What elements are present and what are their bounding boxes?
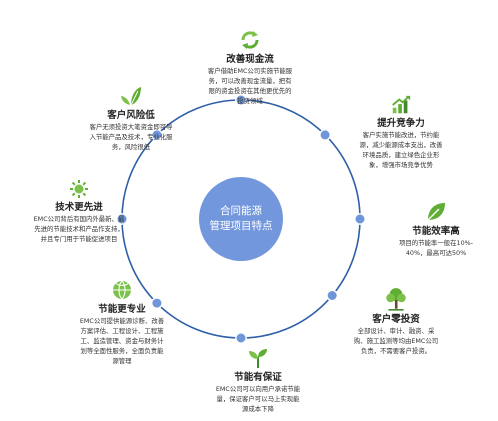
desc-line: 源成本下降	[242, 405, 274, 413]
node-risk-title: 客户风险低	[107, 110, 155, 121]
node-efficiency-title: 节能效率高	[412, 226, 460, 237]
node-cashflow-title: 改善现金流	[226, 54, 274, 65]
node-efficiency-desc: 项目的节能率一般在10%- 40%，最高可达50%	[380, 238, 492, 258]
desc-line: 划等全面性服务，全面负责能	[80, 347, 164, 355]
desc-line: 并且专门用于节能促进项目	[40, 235, 118, 243]
sun-icon	[70, 180, 88, 198]
leaf-icon	[427, 203, 445, 221]
desc-line: 投资领域	[237, 97, 263, 105]
center-label: 合同能源 管理项目特点	[201, 187, 281, 251]
node-risk: 客户风险低 客户无须投资大笔资金即可导 入节能产品及技术，专业化服 务，风险很低	[72, 84, 190, 152]
node-zero-invest-desc: 全部设计、审计、融资、采 购、施工监测等均由EMC公司 负责，不需要客户投资。	[336, 326, 456, 356]
desc-line: 入节能产品及技术，专业化服	[89, 133, 173, 141]
leaves-icon	[121, 87, 141, 106]
desc-line: 全部设计、审计、融资、采	[357, 327, 435, 335]
desc-line: EMC公司背后有国内外最新、最	[33, 215, 125, 223]
desc-line: 先进的节能技术和产品作支持，	[34, 225, 124, 233]
node-technology-desc: EMC公司背后有国内外最新、最 先进的节能技术和产品作支持， 并且专门用于节能促…	[18, 214, 140, 244]
ring-dot-risk	[150, 128, 163, 141]
node-technology-title: 技术更先进	[55, 202, 103, 213]
ring-dot-efficiency	[354, 213, 366, 225]
desc-line: EMC公司可以向用户承诺节能	[215, 385, 301, 393]
desc-line: 客户无须投资大笔资金即可导	[89, 123, 173, 131]
desc-line: 工、监造管理、资金与财务计	[80, 337, 164, 345]
chart-arrow-icon	[392, 95, 411, 114]
desc-line: 40%，最高可达50%	[405, 249, 467, 257]
desc-line: 量，保证客户可以马上实现能	[216, 395, 300, 403]
ring-dot-professional	[150, 297, 163, 309]
desc-line: 购、施工监测等均由EMC公司	[353, 337, 439, 345]
center-line-1: 合同能源	[220, 205, 262, 217]
sprout-icon	[249, 349, 267, 368]
node-zero-invest-title: 客户零投资	[372, 314, 420, 325]
ring-dot-technology	[116, 213, 128, 225]
desc-line: 务，可以改善现金流量，把有	[208, 77, 292, 85]
node-competitiveness-desc: 客户实施节能改进，节约能 源，减少能源成本支出，改善 环境品质，建立绿色企业形 …	[342, 130, 460, 170]
node-professional: 节能更专业 EMC公司提供能源诊断、改善 方案评估、工程设计、工程施 工、监造管…	[62, 278, 182, 366]
node-risk-desc: 客户无须投资大笔资金即可导 入节能产品及技术，专业化服 务，风险很低	[72, 122, 190, 152]
node-cashflow-desc: 客户借助EMC公司实施节能服 务，可以改善现金流量，把有 限的资金投资在其他更优…	[188, 66, 312, 106]
desc-line: 方案评估、工程设计、工程施	[80, 327, 164, 335]
desc-line: 务，风险很低	[111, 143, 151, 151]
node-technology: 技术更先进 EMC公司背后有国内外最新、最 先进的节能技术和产品作支持， 并且专…	[18, 176, 140, 244]
ring-dot-competitiveness	[319, 128, 331, 141]
desc-line: EMC公司提供能源诊断、改善	[79, 317, 165, 325]
ring-dot-cashflow	[235, 94, 247, 106]
center-line-2: 管理项目特点	[209, 220, 273, 232]
ring-dot-guarantee	[235, 332, 247, 344]
node-cashflow: 改善现金流 客户借助EMC公司实施节能服 务，可以改善现金流量，把有 限的资金投…	[188, 28, 312, 106]
desc-line: 客户借助EMC公司实施节能服	[207, 67, 293, 75]
node-competitiveness: 提升竞争力 客户实施节能改进，节约能 源，减少能源成本支出，改善 环境品质，建立…	[342, 94, 460, 170]
desc-line: 源管理	[112, 357, 132, 365]
desc-line: 负责，不需要客户投资。	[360, 347, 432, 355]
desc-line: 客户实施节能改进，节约能	[362, 131, 440, 139]
recycle-arrows-icon	[241, 31, 259, 49]
center-circle	[199, 177, 283, 261]
tree-icon	[386, 288, 406, 311]
desc-line: 源，减少能源成本支出，改善	[359, 141, 443, 149]
desc-line: 限的资金投资在其他更优先的	[208, 87, 292, 95]
node-professional-title: 节能更专业	[98, 304, 146, 315]
desc-line: 象，增强市场竞争优势	[369, 161, 433, 169]
node-guarantee-title: 节能有保证	[234, 372, 282, 383]
node-efficiency: 节能效率高 项目的节能率一般在10%- 40%，最高可达50%	[380, 200, 492, 258]
node-zero-invest: 客户零投资 全部设计、审计、融资、采 购、施工监测等均由EMC公司 负责，不需要…	[336, 286, 456, 356]
node-guarantee-desc: EMC公司可以向用户承诺节能 量，保证客户可以马上实现能 源成本下降	[196, 384, 320, 414]
globe-icon	[113, 280, 131, 300]
desc-line: 项目的节能率一般在10%-	[398, 239, 474, 247]
node-competitiveness-title: 提升竞争力	[377, 118, 425, 129]
node-guarantee: 节能有保证 EMC公司可以向用户承诺节能 量，保证客户可以马上实现能 源成本下降	[196, 346, 320, 414]
desc-line: 环境品质，建立绿色企业形	[362, 151, 440, 159]
ring-dot-zero-invest	[326, 289, 339, 302]
node-professional-desc: EMC公司提供能源诊断、改善 方案评估、工程设计、工程施 工、监造管理、资金与财…	[62, 316, 182, 366]
